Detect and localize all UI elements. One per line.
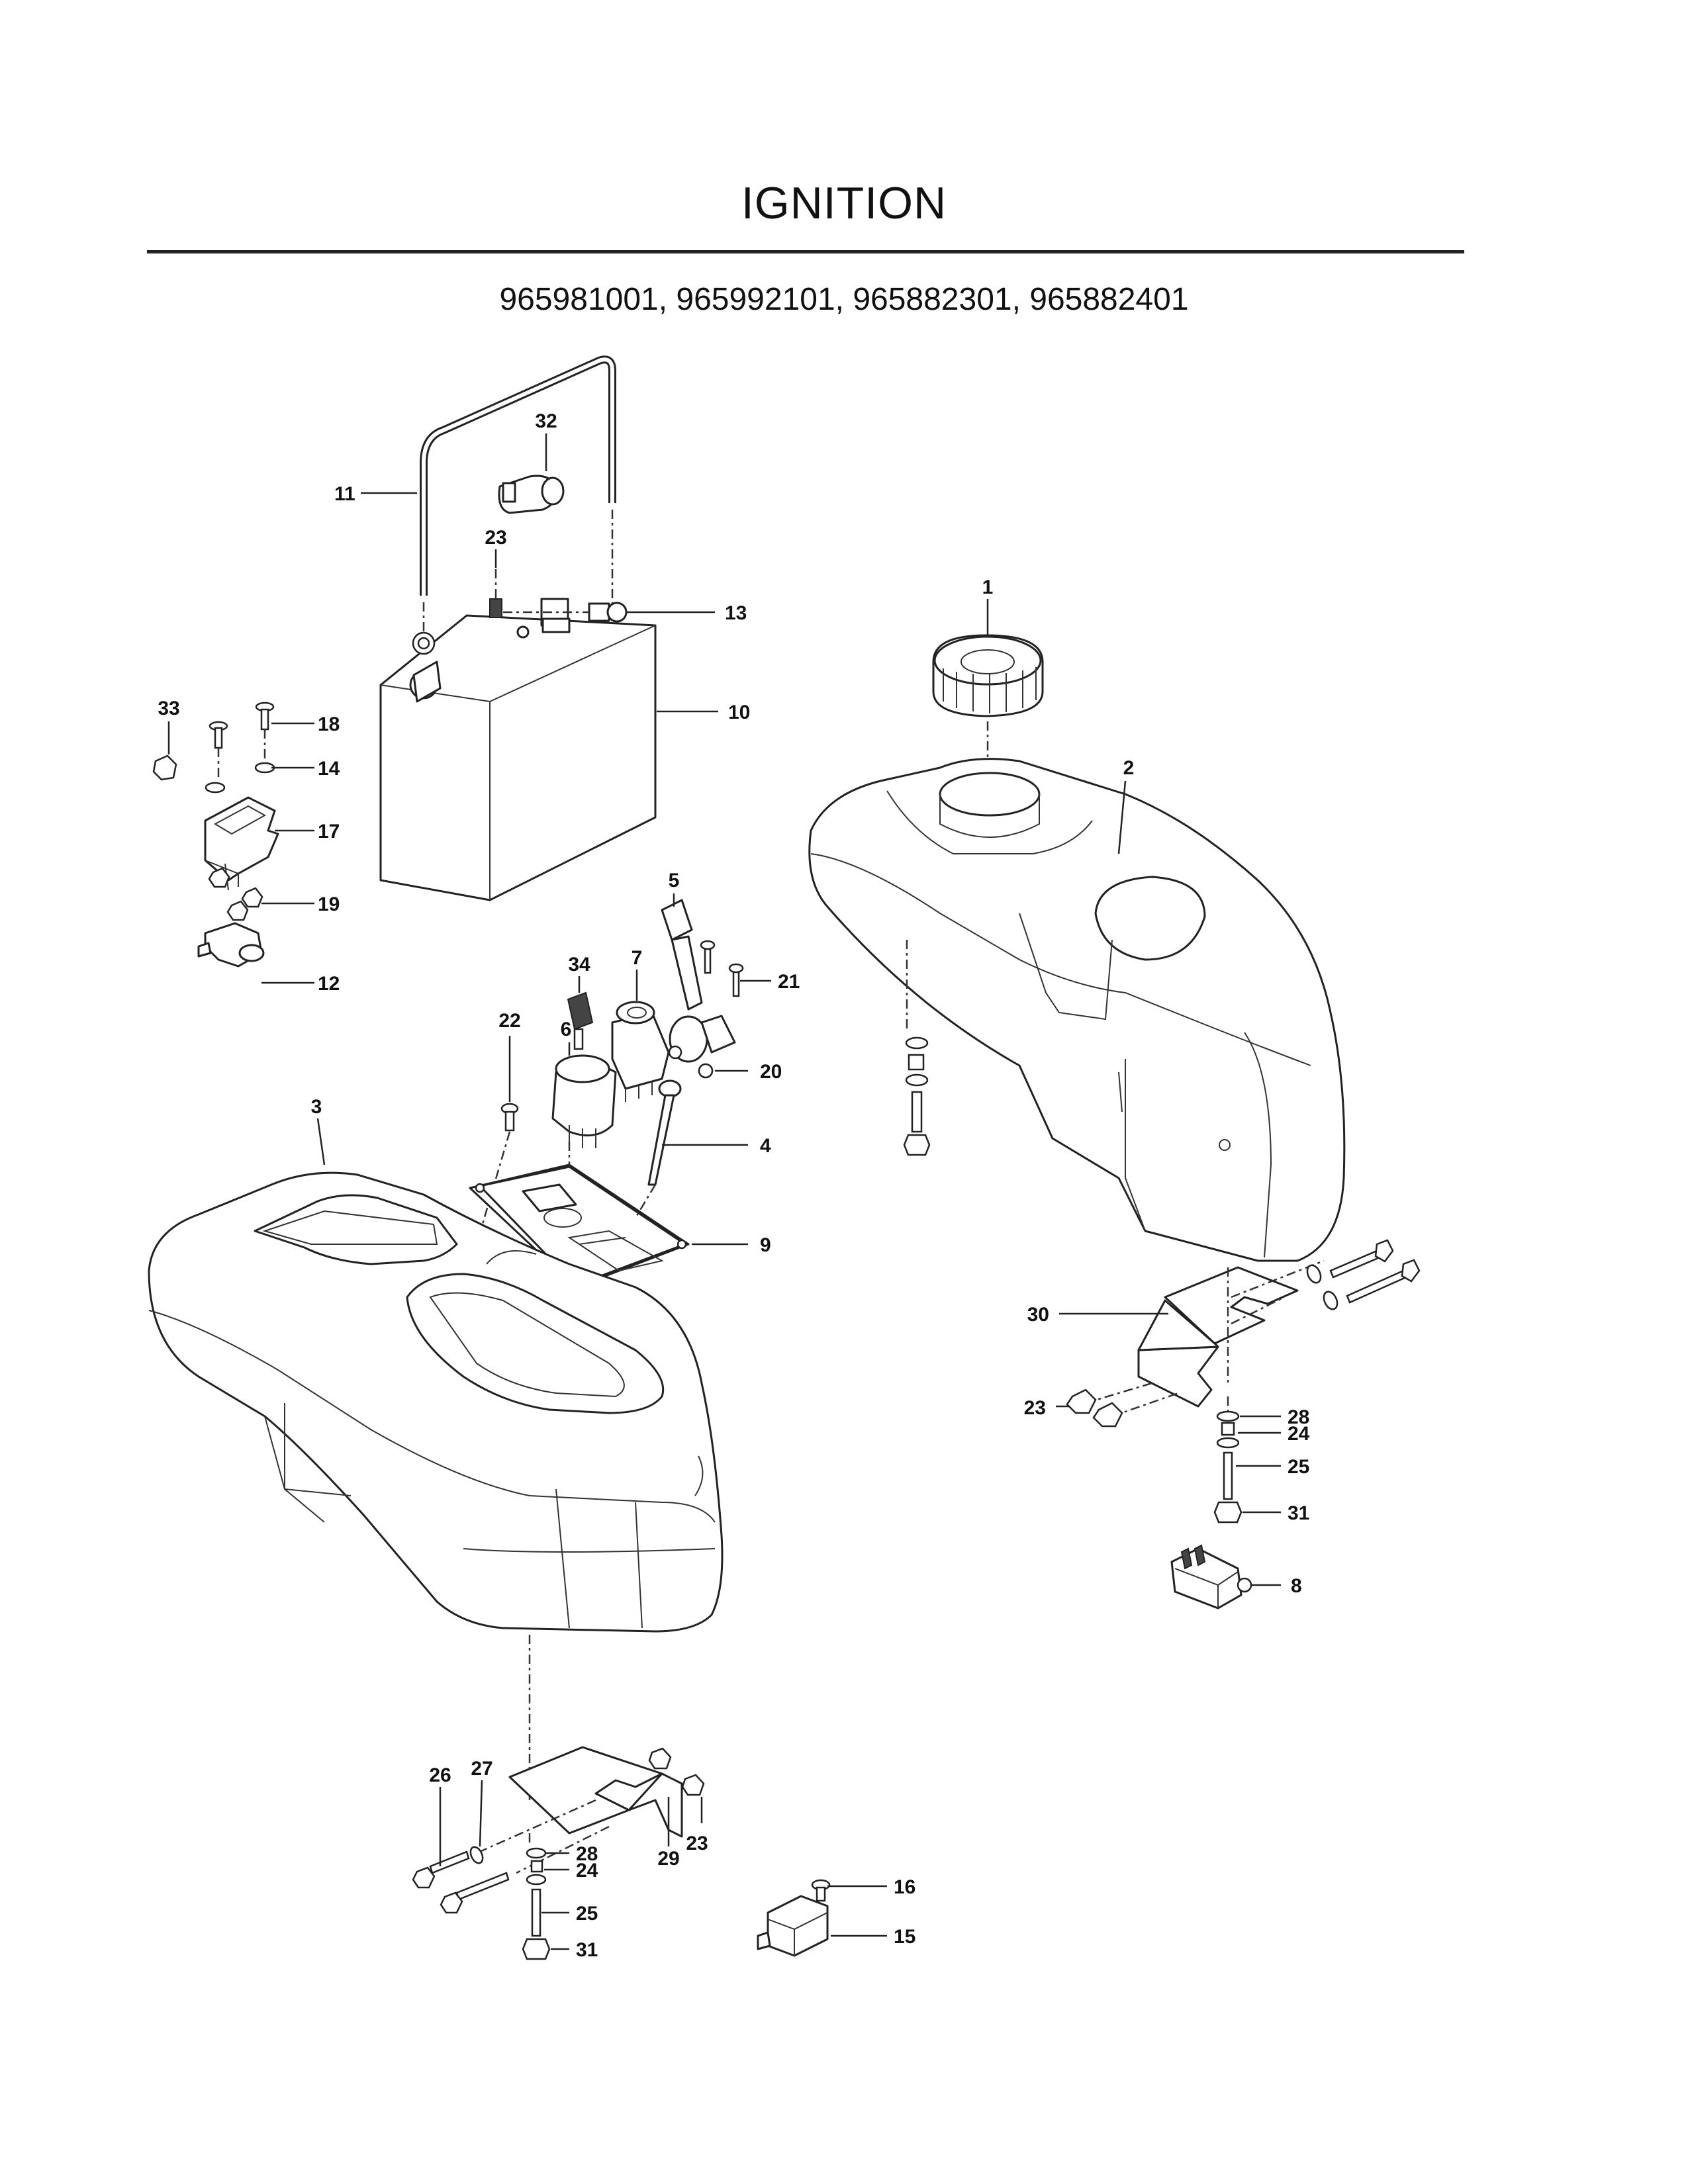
callout-29: 29 xyxy=(657,1848,679,1870)
callout-15: 15 xyxy=(894,1926,915,1948)
callout-32: 32 xyxy=(535,410,557,432)
callout-17: 17 xyxy=(318,821,340,842)
battery-hardware xyxy=(412,569,628,655)
page-title: IGNITION xyxy=(741,178,947,228)
callout-18: 18 xyxy=(318,713,340,735)
callout-1: 1 xyxy=(982,576,994,598)
callout-24-tank: 24 xyxy=(1288,1423,1310,1445)
terminal-boot xyxy=(498,475,565,514)
callout-labels: 1 2 3 4 5 6 7 8 9 10 11 12 13 14 15 16 1… xyxy=(158,410,1309,1961)
nut-20 xyxy=(698,1063,714,1079)
tank-mount-hardware xyxy=(903,1036,931,1156)
fuel-tank xyxy=(808,758,1346,1262)
relay xyxy=(1170,1544,1252,1610)
callout-19: 19 xyxy=(318,893,340,915)
seat-switch-assembly xyxy=(152,702,279,968)
callout-11: 11 xyxy=(334,483,355,505)
callout-21: 21 xyxy=(778,971,800,993)
callout-14: 14 xyxy=(318,758,340,780)
battery xyxy=(379,598,657,901)
callout-4: 4 xyxy=(760,1135,771,1157)
callout-23-battery: 23 xyxy=(485,527,506,549)
callout-31-tank: 31 xyxy=(1288,1502,1309,1524)
callout-25-tank: 25 xyxy=(1288,1456,1309,1478)
callout-6: 6 xyxy=(561,1019,572,1040)
title-divider xyxy=(147,250,1464,253)
left-console xyxy=(148,1171,724,1800)
callout-28-console: 28 xyxy=(576,1843,598,1865)
callout-30: 30 xyxy=(1027,1304,1049,1326)
callout-23-tank: 23 xyxy=(1024,1397,1046,1419)
callout-8: 8 xyxy=(1291,1575,1302,1597)
bracket-30-hardware xyxy=(1066,1239,1421,1524)
pto-switch xyxy=(551,1054,617,1148)
callout-9: 9 xyxy=(760,1234,771,1256)
interlock-switch xyxy=(757,1879,831,1957)
console-bracket xyxy=(412,1746,705,1960)
tank-bracket xyxy=(1085,1259,1325,1418)
hold-down-rod xyxy=(420,355,616,649)
callout-12: 12 xyxy=(318,973,340,995)
callout-26: 26 xyxy=(429,1764,451,1786)
callout-5: 5 xyxy=(669,870,680,891)
callout-2: 2 xyxy=(1123,757,1135,779)
callout-13: 13 xyxy=(725,602,747,624)
callout-24-console: 24 xyxy=(576,1860,598,1882)
throttle-cable xyxy=(647,1079,682,1186)
callout-23-console: 23 xyxy=(686,1833,708,1854)
callout-20: 20 xyxy=(760,1061,782,1083)
panel-screw xyxy=(475,1103,519,1245)
model-numbers: 965981001, 965992101, 965882301, 9658824… xyxy=(499,282,1189,317)
ignition-key xyxy=(567,991,594,1050)
callout-22: 22 xyxy=(498,1010,520,1032)
callout-25-console: 25 xyxy=(576,1903,598,1925)
callout-3: 3 xyxy=(311,1096,322,1118)
leader-lines xyxy=(167,433,1281,1950)
callout-10: 10 xyxy=(728,702,750,723)
callout-27: 27 xyxy=(471,1758,492,1780)
control-panel xyxy=(469,1142,690,1289)
callout-16: 16 xyxy=(894,1876,915,1898)
fuel-cap xyxy=(932,634,1044,788)
callout-7: 7 xyxy=(632,947,643,969)
callout-34: 34 xyxy=(568,954,590,976)
callout-33: 33 xyxy=(158,698,179,719)
ignition-switch xyxy=(611,1001,682,1102)
callout-28-tank: 28 xyxy=(1288,1406,1309,1428)
callout-31-console: 31 xyxy=(576,1939,598,1961)
